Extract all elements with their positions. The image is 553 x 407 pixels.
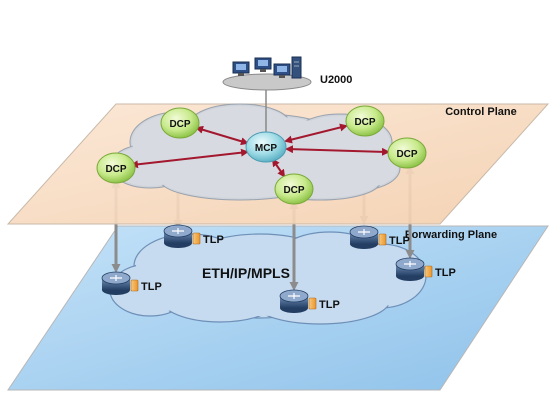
mcp-node: MCP <box>245 131 287 163</box>
forwarding-node: TLP <box>163 224 224 248</box>
forwarding-cloud-label: ETH/IP/MPLS <box>202 265 290 281</box>
dcp-node: DCP <box>160 107 200 139</box>
tlp-chip <box>378 233 387 246</box>
control-plane-label: Control Plane <box>445 106 517 118</box>
tlp-label: TLP <box>435 267 456 279</box>
dcp-label: DCP <box>354 117 375 128</box>
tlp-chip <box>308 297 317 310</box>
dcp-node: DCP <box>387 137 427 169</box>
tlp-chip <box>192 232 201 245</box>
forwarding-node: TLP <box>395 257 456 281</box>
router-icon <box>279 289 309 313</box>
management-label: U2000 <box>320 74 352 86</box>
router-icon <box>163 224 193 248</box>
tlp-label: TLP <box>141 281 162 293</box>
tlp-label: TLP <box>389 235 410 247</box>
mcp-label: MCP <box>255 143 278 154</box>
router-icon <box>101 271 131 295</box>
forwarding-node: TLP <box>279 289 340 313</box>
dcp-node: DCP <box>274 173 314 205</box>
control-links <box>130 123 390 178</box>
tlp-label: TLP <box>319 299 340 311</box>
dcp-node: DCP <box>96 152 136 184</box>
router-icon <box>349 225 379 249</box>
control-link <box>271 158 286 178</box>
forwarding-plane-label: Forwarding Plane <box>405 229 497 241</box>
dcp-label: DCP <box>105 164 126 175</box>
network-management-icon <box>222 56 312 91</box>
control-link <box>285 145 390 156</box>
tlp-label: TLP <box>203 234 224 246</box>
tlp-chip <box>424 265 433 278</box>
control-link <box>195 125 249 146</box>
dcp-node: DCP <box>345 105 385 137</box>
router-icon <box>395 257 425 281</box>
tlp-chip <box>130 279 139 292</box>
forwarding-node: TLP <box>349 225 410 249</box>
forwarding-node: TLP <box>101 271 162 295</box>
control-link <box>284 123 348 144</box>
dcp-label: DCP <box>396 149 417 160</box>
dcp-label: DCP <box>283 185 304 196</box>
control-link <box>130 148 249 169</box>
dcp-label: DCP <box>169 119 190 130</box>
